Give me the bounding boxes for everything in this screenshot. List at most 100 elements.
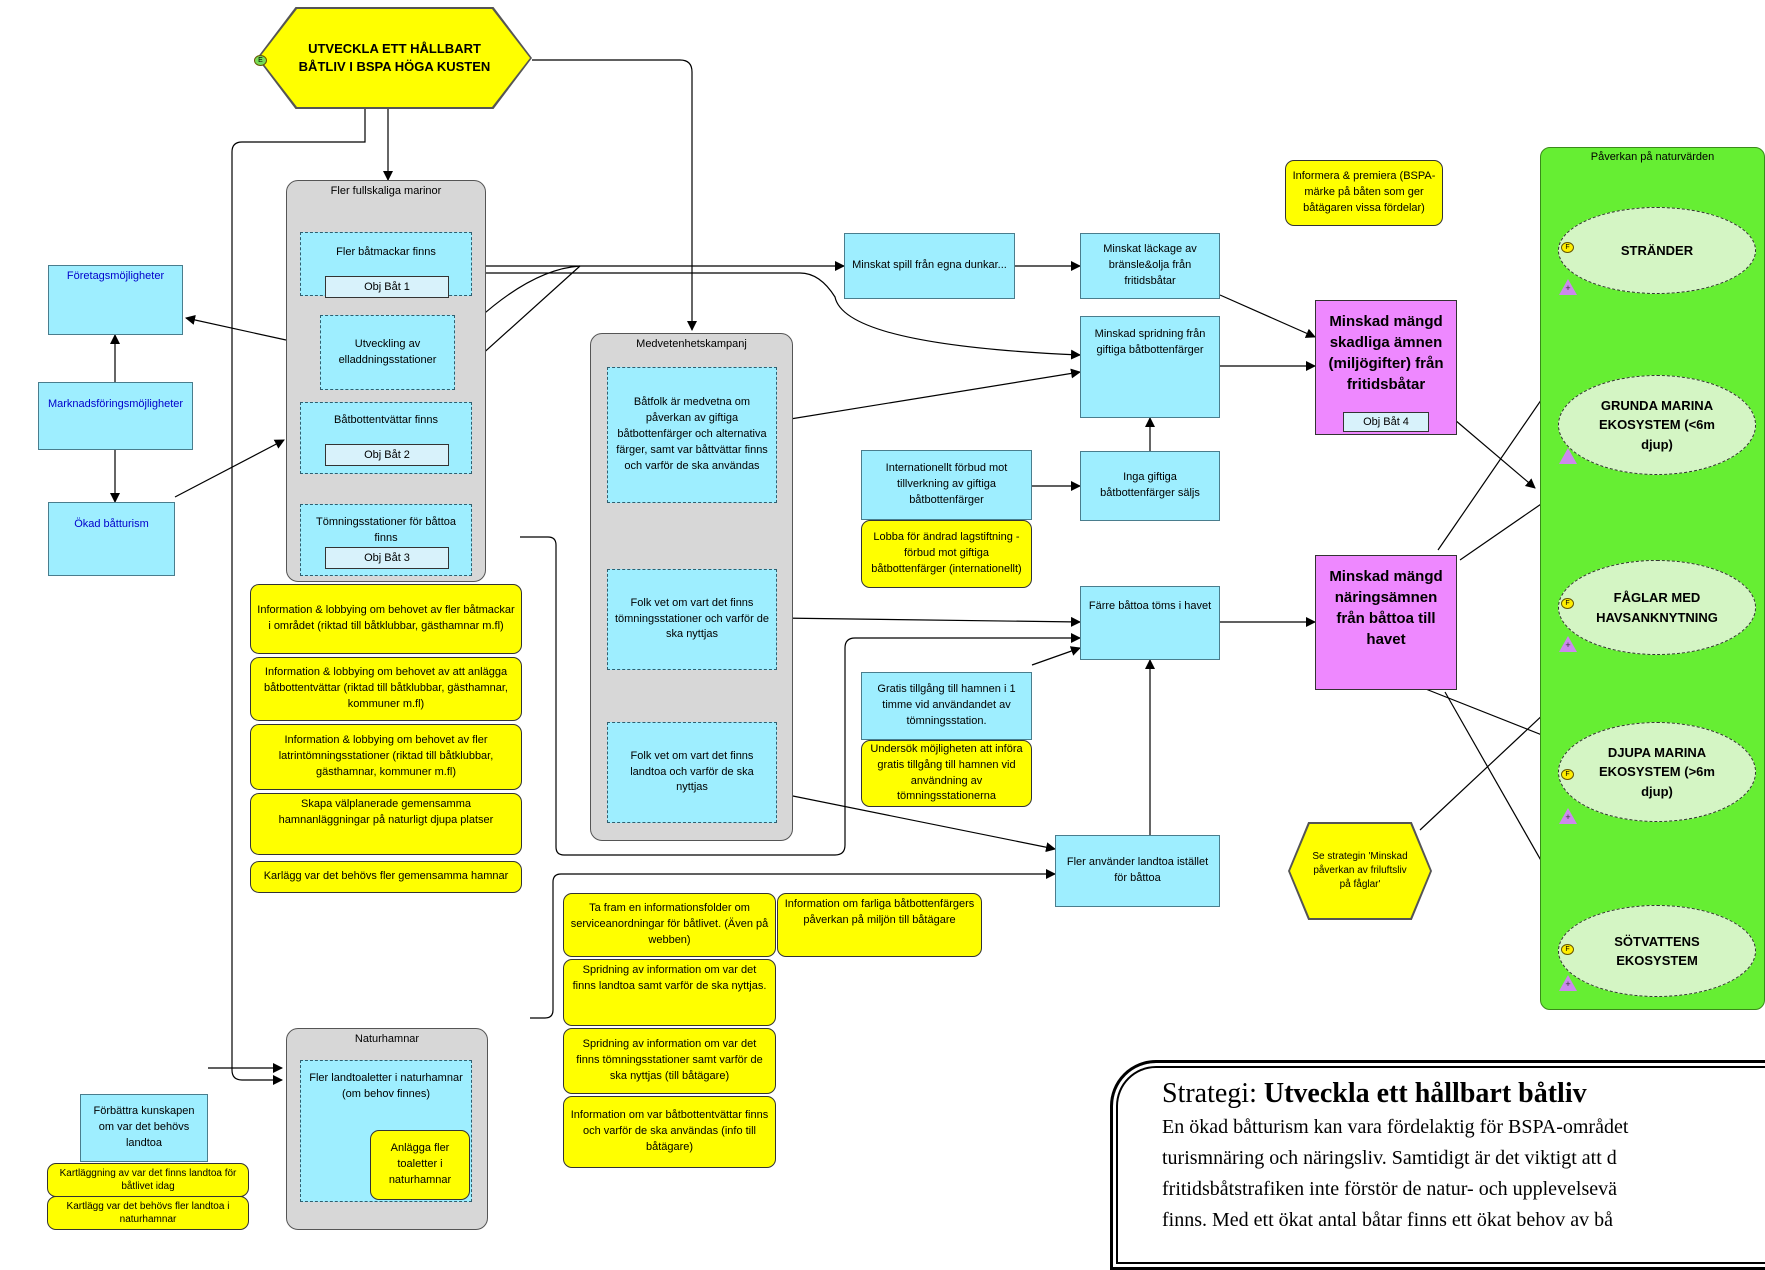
kartlagg-landtoa-label: Kartlägg var det behövs fler landtoa i n… [66, 1201, 230, 1225]
strategy-title: Utveckla ett hållbart båtliv [1263, 1078, 1587, 1109]
triangle-marker-icon [1559, 975, 1577, 991]
ellipse-f-marker-icon: F [1561, 598, 1574, 609]
ellipse-strander: STRÄNDER [1558, 207, 1756, 294]
info-landtoa-label: Spridning av information om var det finn… [572, 964, 767, 992]
okad-batturism-label: Ökad båtturism [74, 518, 149, 530]
marknadsforing-label: Marknadsföringsmöjligheter [47, 398, 184, 410]
lobbying-battvattar-label: Information & lobbying om behovet av att… [264, 666, 508, 710]
ellipse-f-marker-icon: F [1561, 242, 1574, 253]
strategy-line-2: turismnäring och näringsliv. Samtidigt ä… [1162, 1147, 1617, 1169]
forbattra-kunskapen-box: Förbättra kunskapen om var det behövs la… [80, 1094, 208, 1162]
group-naturhamnar-title: Naturhamnar [354, 1033, 420, 1045]
kampanj-tomning-label: Folk vet om vart det finns tömningsstati… [614, 596, 770, 641]
farre-battoa-label: Färre båttoa töms i havet [1088, 600, 1212, 612]
lobbying-batmackar: Information & lobbying om behovet av fle… [250, 584, 522, 654]
internationellt-forbud-box: Internationellt förbud mot tillverkning … [861, 450, 1032, 520]
forbattra-kunskapen-label: Förbättra kunskapen om var det behövs la… [93, 1105, 195, 1149]
kampanj-batfolk-box: Båtfolk är medvetna om påverkan av gifti… [607, 367, 777, 503]
obj-bat-2: Obj Båt 2 [325, 444, 449, 466]
strategy-text: Strategi: Utveckla ett hållbart båtliv E… [1162, 1078, 1765, 1236]
ellipse-faglar: FÅGLAR MED HAVSANKNYTNING [1558, 560, 1756, 655]
kampanj-landtoa-box: Folk vet om vart det finns landtoa och v… [607, 722, 777, 823]
inga-giftiga-box: Inga giftiga båtbottenfärger säljs [1080, 451, 1220, 521]
strategy-label: Strategi: [1162, 1078, 1264, 1109]
batmackar-label: Fler båtmackar finns [336, 246, 436, 258]
foretagsmojligheter-label: Företagsmöjligheter [66, 270, 165, 282]
inga-giftiga-label: Inga giftiga båtbottenfärger säljs [1100, 471, 1200, 499]
info-farliga-farger: Information om farliga båtbottenfärgers … [777, 893, 982, 957]
minskat-spill-box: Minskat spill från egna dunkar... [844, 233, 1015, 299]
undersok-mojligheten-label: Undersök möjligheten att införa gratis t… [870, 742, 1023, 803]
kampanj-tomning-box: Folk vet om vart det finns tömningsstati… [607, 569, 777, 670]
strategy-heading: Strategi: Utveckla ett hållbart båtliv [1162, 1078, 1765, 1112]
battvattar-label: Båtbottentvättar finns [334, 414, 438, 426]
main-goal-hexagon: UTVECKLA ETT HÅLLBART BÅTLIV I BSPA HÖGA… [259, 9, 530, 107]
valplanerade-hamnar: Skapa välplanerade gemensamma hamnanlägg… [250, 793, 522, 855]
minskat-spill-label: Minskat spill från egna dunkar... [852, 259, 1007, 272]
outcome-naringsamnen: Minskad mängd näringsämnen från båttoa t… [1315, 555, 1457, 690]
ellipse-strander-label: STRÄNDER [1620, 242, 1694, 258]
group-kampanj-title: Medvetenhetskampanj [636, 338, 747, 350]
goal-marker-icon: E [254, 55, 267, 66]
gratis-tillgang-box: Gratis tillgång till hamnen i 1 timme vi… [861, 672, 1032, 740]
lobbying-batmackar-label: Information & lobbying om behovet av fle… [257, 604, 515, 632]
obj-bat-3: Obj Båt 3 [325, 547, 449, 569]
info-landtoa: Spridning av information om var det finn… [563, 959, 776, 1026]
se-strategin-hexagon: Se strategin 'Minskad påverkan av friluf… [1290, 824, 1430, 918]
farre-battoa-box: Färre båttoa töms i havet [1080, 586, 1220, 660]
minskad-spridning-box: Minskad spridning från giftiga båtbotten… [1080, 316, 1220, 418]
triangle-plus-icon: + [1565, 283, 1571, 293]
kartlaggning-landtoa-label: Kartläggning av var det finns landtoa fö… [59, 1168, 237, 1192]
lobba-lagstiftning: Lobba för ändrad lagstiftning -förbud mo… [861, 520, 1032, 588]
internationellt-forbud-label: Internationellt förbud mot tillverkning … [885, 462, 1008, 506]
lobbying-battvattar: Information & lobbying om behovet av att… [250, 657, 522, 721]
lobba-lagstiftning-label: Lobba för ändrad lagstiftning -förbud mo… [871, 531, 1022, 575]
info-battvattar-label: Information om var båtbottentvättar finn… [570, 1109, 769, 1153]
ellipse-f-marker-icon: F [1561, 944, 1574, 955]
undersok-mojligheten: Undersök möjligheten att införa gratis t… [861, 740, 1032, 807]
triangle-marker-icon [1559, 808, 1577, 824]
ellipse-f-marker-icon: F [1561, 769, 1574, 780]
ellipse-djupa-marina-label: DJUPA MARINA EKOSYSTEM (>6m djup) [1599, 744, 1715, 799]
kartlagg-hamnar-label: Karlägg var det behövs fler gemensamma h… [263, 870, 509, 883]
outcome-naringsamnen-label: Minskad mängd näringsämnen från båttoa t… [1329, 568, 1443, 648]
main-goal-label: UTVECKLA ETT HÅLLBART BÅTLIV I BSPA HÖGA… [298, 40, 491, 74]
strategy-line-3: fritidsbåtstrafiken inte förstör de natu… [1162, 1178, 1617, 1200]
ellipse-grunda-marina: GRUNDA MARINA EKOSYSTEM (<6m djup) [1558, 375, 1756, 475]
elladdning-box: Utveckling av elladdningsstationer [320, 315, 455, 390]
triangle-marker-icon [1559, 636, 1577, 652]
anlagga-toaletter-label: Anlägga fler toaletter i naturhamnar [388, 1142, 452, 1186]
anlagga-toaletter: Anlägga fler toaletter i naturhamnar [370, 1130, 470, 1200]
fler-landtoa-label: Fler använder landtoa istället för båtto… [1066, 856, 1209, 884]
kampanj-landtoa-label: Folk vet om vart det finns landtoa och v… [630, 749, 754, 794]
minskat-lackage-box: Minskat läckage av bränsle&olja från fri… [1080, 233, 1220, 299]
kartlagg-hamnar: Karlägg var det behövs fler gemensamma h… [250, 861, 522, 893]
ellipse-djupa-marina: DJUPA MARINA EKOSYSTEM (>6m djup) [1558, 722, 1756, 822]
diagram-canvas: UTVECKLA ETT HÅLLBART BÅTLIV I BSPA HÖGA… [38, 7, 1765, 1270]
informera-premiera-label: Informera & premiera (BSPA-märke på båte… [1292, 170, 1436, 214]
fler-landtoa-box: Fler använder landtoa istället för båtto… [1055, 835, 1220, 907]
ellipse-sotvattens-label: SÖTVATTENS EKOSYSTEM [1614, 933, 1700, 969]
group-marinor-title: Fler fullskaliga marinor [330, 185, 442, 197]
foretagsmojligheter-box: Företagsmöjligheter [48, 265, 183, 335]
elladdning-label: Utveckling av elladdningsstationer [338, 337, 437, 366]
info-folder-label: Ta fram en informationsfolder om service… [570, 902, 769, 946]
tomning-label: Tömningsstationer för båttoa finns [315, 516, 457, 544]
kampanj-batfolk-label: Båtfolk är medvetna om påverkan av gifti… [616, 396, 768, 472]
strategy-line-4: finns. Med ett ökat antal båtar finns et… [1162, 1209, 1613, 1231]
obj-bat-4: Obj Båt 4 [1343, 412, 1429, 432]
info-farliga-farger-label: Information om farliga båtbottenfärgers … [784, 898, 975, 926]
okad-batturism-box: Ökad båtturism [48, 502, 175, 576]
landtoaletter-label: Fler landtoaletter i naturhamnar (om beh… [309, 1072, 463, 1100]
kartlagg-landtoa: Kartlägg var det behövs fler landtoa i n… [47, 1196, 249, 1230]
obj-bat-1: Obj Båt 1 [325, 276, 449, 298]
triangle-plus-icon: + [1565, 812, 1571, 822]
valplanerade-hamnar-label: Skapa välplanerade gemensamma hamnanlägg… [278, 798, 494, 826]
naturvarden-title: Påverkan på naturvärden [1590, 151, 1715, 163]
kartlaggning-landtoa: Kartläggning av var det finns landtoa fö… [47, 1163, 249, 1197]
outcome-miljogifter-label: Minskad mängd skadliga ämnen (miljögifte… [1328, 313, 1444, 393]
ellipse-sotvattens: SÖTVATTENS EKOSYSTEM [1558, 905, 1756, 997]
info-battvattar: Information om var båtbottentvättar finn… [563, 1096, 776, 1168]
minskat-lackage-label: Minskat läckage av bränsle&olja från fri… [1103, 243, 1197, 287]
lobbying-latrin-label: Information & lobbying om behovet av fle… [278, 734, 494, 778]
